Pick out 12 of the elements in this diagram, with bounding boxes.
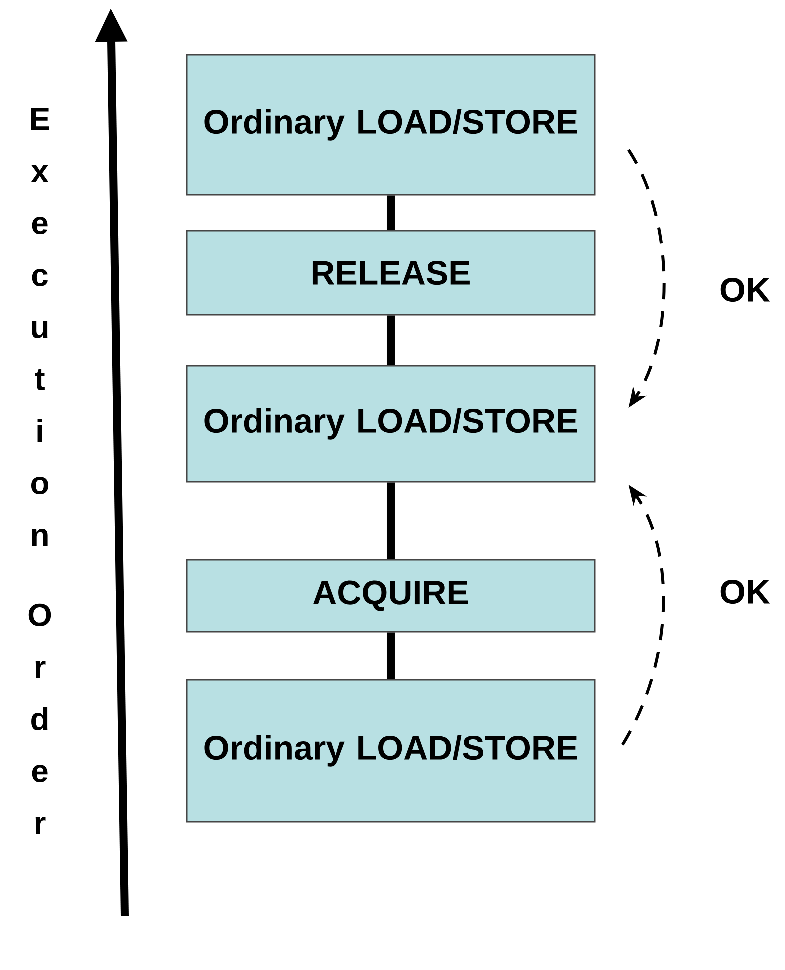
process-box: Ordinary LOAD/STORE — [186, 679, 596, 823]
edge-label: OK — [718, 578, 772, 606]
axis-label: Execution Order — [28, 108, 52, 834]
connector-line — [387, 196, 395, 230]
connector-line — [387, 316, 395, 366]
connector-line — [387, 482, 395, 560]
connector-line — [387, 632, 395, 680]
process-box: Ordinary LOAD/STORE — [186, 365, 596, 483]
process-box: Ordinary LOAD/STORE — [186, 54, 596, 196]
process-box: RELEASE — [186, 230, 596, 316]
edge-label: OK — [718, 276, 772, 304]
process-box: ACQUIRE — [186, 559, 596, 633]
